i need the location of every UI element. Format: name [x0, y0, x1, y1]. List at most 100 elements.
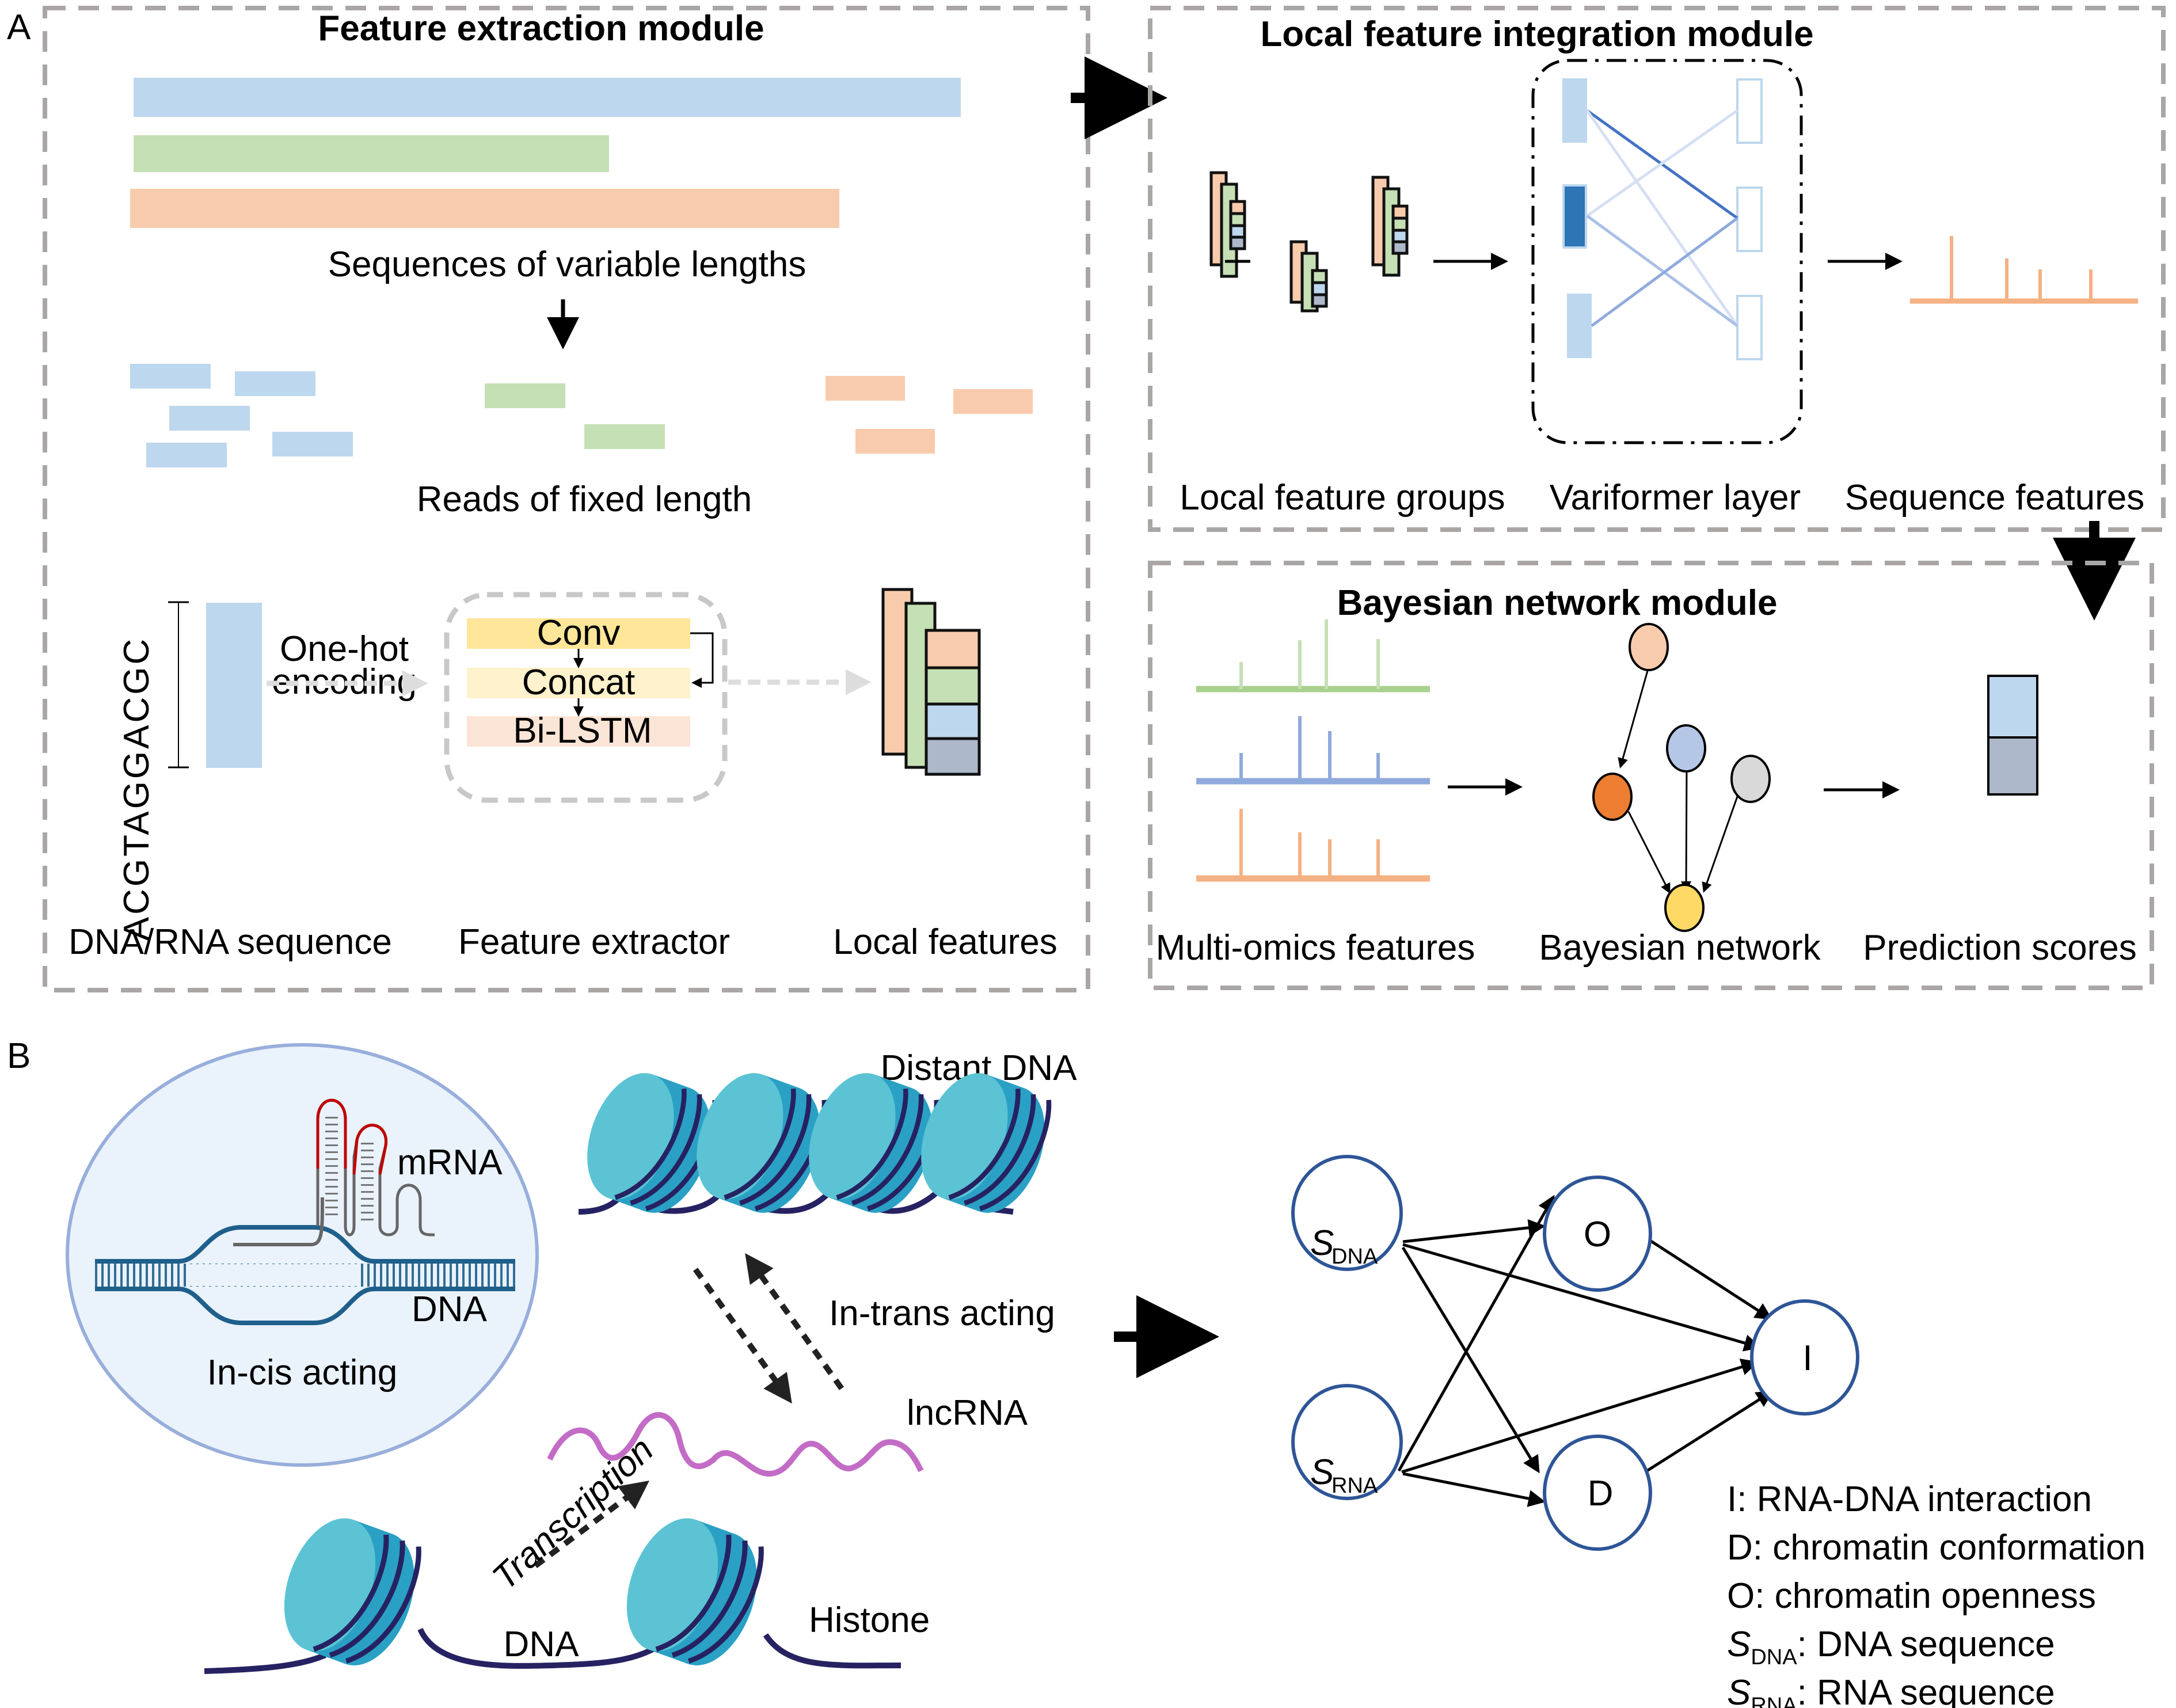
read-blue — [272, 432, 353, 457]
node-o — [1543, 1176, 1652, 1292]
panel-label-a: A — [7, 7, 31, 47]
variformer-input-node — [1567, 294, 1592, 358]
multi-omics-plot-blue — [1196, 716, 1430, 785]
module-title: Local feature integration module — [1260, 14, 1813, 54]
edge-srna-o — [1397, 1195, 1555, 1472]
sequence-features-plot — [1910, 236, 2138, 304]
node-s-dna-sub: DNA — [1332, 1245, 1378, 1269]
caption-local-feature-groups: Local feature groups — [1180, 478, 1505, 518]
local-features-stack — [881, 588, 981, 776]
read-green — [584, 424, 665, 449]
legend-item: SRNA: RNA sequence — [1727, 1673, 2055, 1708]
node-i — [1750, 1299, 1859, 1416]
module-title: Bayesian network module — [1337, 583, 1778, 623]
encoding-label-1: One-hot — [280, 629, 409, 669]
bn-node-yellow — [1664, 884, 1705, 932]
node-s-rna-sub: RNA — [1332, 1474, 1378, 1498]
layer-bilstm — [467, 716, 690, 747]
caption-multi-omics-features: Multi-omics features — [1156, 928, 1475, 968]
legend-item: O: chromatin openness — [1727, 1576, 2096, 1616]
module-title: Feature extraction module — [318, 9, 764, 48]
attention-edges — [1585, 109, 1739, 328]
legend-item: D: chromatin conformation — [1727, 1528, 2145, 1568]
bayesian-network-module: Bayesian network module — [1148, 561, 2154, 990]
node-d — [1543, 1435, 1652, 1551]
local-integration-module: Local feature integration module — [1148, 6, 2166, 532]
sequence-bar-blue — [134, 78, 961, 117]
edge-sdna-d — [1401, 1246, 1540, 1474]
graph-legend: I: RNA-DNA interaction D: chromatin confo… — [1727, 1479, 2145, 1708]
node-o-label: O — [1584, 1215, 1611, 1254]
edge-sdna-o — [1402, 1219, 1546, 1243]
variformer-output-node — [1736, 187, 1763, 252]
read-blue — [169, 406, 250, 431]
causal-graph: S DNA S RNA O D I — [1291, 1155, 1859, 1551]
caption-bayesian-network: Bayesian network — [1539, 928, 1821, 968]
node-d-label: D — [1588, 1474, 1614, 1513]
nucleosome-icon — [626, 1518, 764, 1665]
bn-node-blue — [1666, 724, 1706, 773]
extractor-border — [444, 592, 728, 803]
variformer-border — [1531, 59, 1803, 444]
multi-omics-plot-orange — [1196, 809, 1430, 882]
read-orange — [825, 376, 905, 401]
edge-srna-i — [1401, 1359, 1759, 1474]
module-border — [1148, 6, 2166, 532]
skip-connection-arrow — [690, 632, 714, 688]
lncrna-strand — [547, 1412, 924, 1477]
variformer-input-node — [1562, 78, 1587, 143]
nucleosome-icon — [587, 1073, 718, 1213]
caption-local-features: Local features — [833, 922, 1057, 962]
in-trans-arrow-up — [745, 1253, 844, 1390]
read-blue — [146, 443, 227, 467]
layer-conv-label: Conv — [537, 613, 621, 653]
read-blue — [235, 371, 315, 396]
in-cis-circle — [66, 1043, 539, 1467]
in-cis-illustration: mRNA DNA In-cis acting — [66, 1043, 539, 1467]
sequence-bar-green — [134, 135, 609, 172]
node-s-rna-label: S — [1310, 1452, 1334, 1492]
read-orange — [855, 429, 935, 454]
nucleosome-icon — [697, 1073, 827, 1213]
read-orange — [953, 389, 1033, 414]
layer-bilstm-label: Bi-LSTM — [513, 711, 652, 751]
bn-node-peach — [1629, 623, 1669, 671]
sequences-label: Sequences of variable lengths — [328, 245, 807, 284]
legend-item: SDNA: DNA sequence — [1727, 1625, 2055, 1669]
nucleosome-icon — [284, 1518, 421, 1665]
bubble-gap — [190, 1264, 357, 1286]
in-cis-caption: In-cis acting — [207, 1353, 398, 1393]
nucleosome-icon — [809, 1073, 939, 1213]
node-s-dna — [1291, 1155, 1403, 1271]
bottom-dna-label: DNA — [504, 1625, 580, 1664]
module-border — [1148, 561, 2154, 990]
active-fill — [1565, 187, 1585, 246]
bayesian-graph — [1592, 623, 1771, 932]
prediction-score-negative — [1987, 736, 2038, 796]
sequence-text: ACGTAGGACGC — [117, 637, 157, 941]
feature-group-3 — [1371, 176, 1409, 277]
node-s-rna — [1291, 1384, 1403, 1500]
edge-sdna-i — [1402, 1243, 1762, 1352]
caption-feature-extractor: Feature extractor — [458, 922, 730, 962]
variformer-output-node — [1736, 295, 1763, 360]
layer-conv — [467, 618, 690, 649]
read-blue — [130, 364, 211, 389]
multi-omics-plot-green — [1196, 619, 1430, 693]
node-i-label: I — [1802, 1338, 1812, 1378]
distant-dna-nucleosomes — [578, 1073, 1052, 1215]
caption-dna-rna-sequence: DNA/RNA sequence — [69, 922, 392, 962]
variformer-output-node — [1736, 78, 1763, 144]
bn-node-orange — [1592, 773, 1633, 821]
lncrna-label: lncRNA — [907, 1393, 1028, 1433]
bottom-dna-strand — [204, 1627, 901, 1674]
layer-concat — [467, 668, 690, 698]
bottom-nucleosomes — [284, 1518, 764, 1665]
reads-group — [130, 364, 1033, 467]
feature-extraction-module: Feature extraction module Sequences of v… — [43, 6, 1090, 992]
feature-group-2 — [1289, 240, 1328, 313]
module-border — [43, 6, 1090, 992]
layer-concat-label: Concat — [522, 663, 635, 702]
legend-item: I: RNA-DNA interaction — [1727, 1479, 2092, 1519]
